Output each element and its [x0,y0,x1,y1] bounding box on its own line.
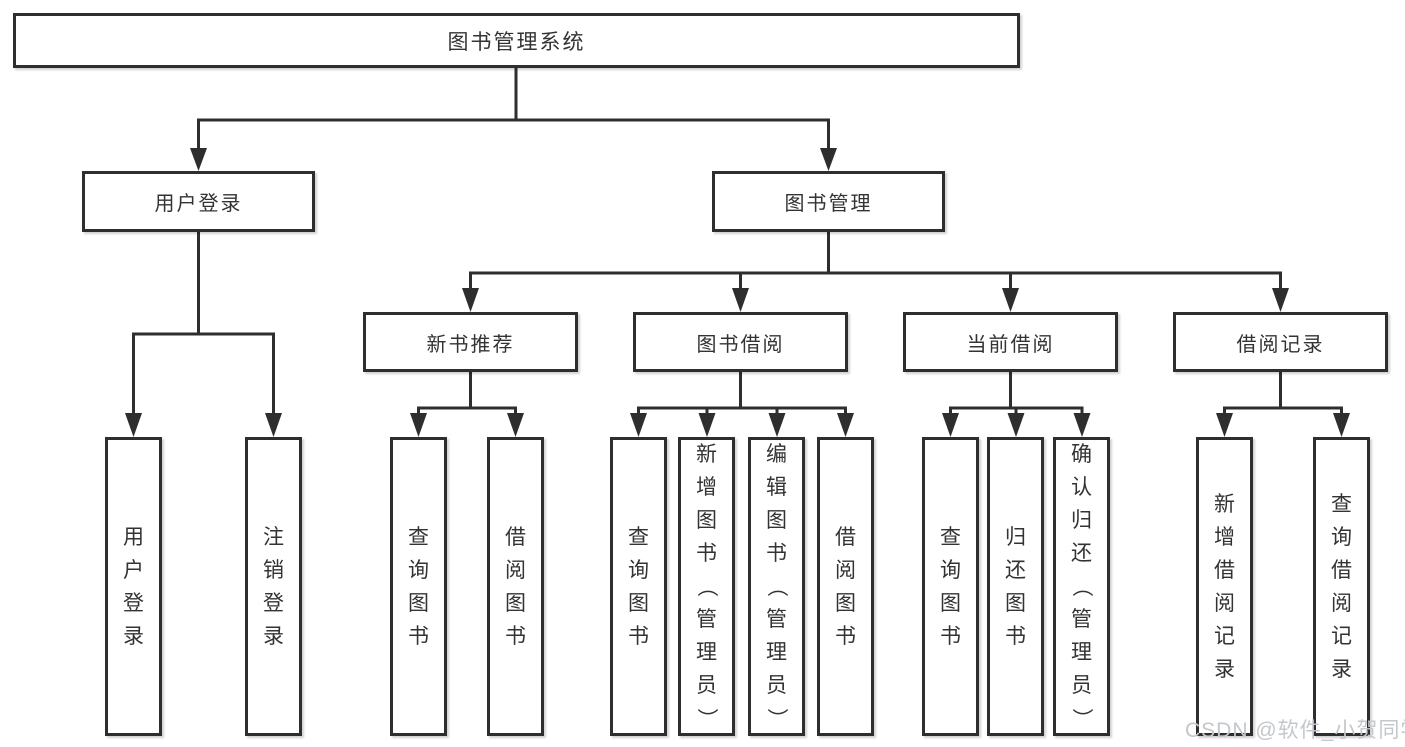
node-query-books-current: 查询图书 [922,437,979,736]
node-book-management: 图书管理 [712,171,945,232]
node-borrow-books-borrowing: 借阅图书 [817,437,874,736]
node-label: 新增图书（管理员） [695,443,718,729]
node-logout: 注销登录 [245,437,302,736]
node-label: 查询图书 [940,525,961,648]
node-library-management-system: 图书管理系统 [13,13,1020,68]
node-borrow-records: 借阅记录 [1173,312,1388,372]
node-label: 新增借阅记录 [1214,492,1235,681]
node-edit-books-admin: 编辑图书（管理员） [748,437,805,736]
node-user-login-leaf: 用户登录 [105,437,162,736]
node-label: 当前借阅 [966,333,1055,356]
node-label: 借阅图书 [835,525,856,648]
node-query-books-borrowing: 查询图书 [610,437,667,736]
node-label: 确认归还（管理员） [1070,443,1093,729]
csdn-watermark: CSDN @软件_小贺同学 [1185,719,1405,742]
node-label: 新书推荐 [426,333,515,356]
node-label: 查询图书 [408,525,429,648]
node-label: 图书管理系统 [447,30,586,54]
node-current-borrowing: 当前借阅 [903,312,1118,372]
node-label: 借阅图书 [505,525,526,648]
node-label: 查询借阅记录 [1331,492,1352,681]
node-borrow-books-recommend: 借阅图书 [487,437,544,736]
node-label: 查询图书 [628,525,649,648]
node-label: 用户登录 [123,525,144,648]
node-label: 注销登录 [263,525,284,648]
node-return-books: 归还图书 [987,437,1044,736]
node-label: 用户登录 [154,193,243,215]
node-user-login: 用户登录 [82,171,315,232]
node-label: 图书借阅 [696,333,785,356]
node-label: 借阅记录 [1236,333,1325,356]
node-label: 图书管理 [784,193,873,215]
node-add-borrow-record: 新增借阅记录 [1196,437,1253,736]
node-book-borrowing: 图书借阅 [633,312,848,372]
node-query-borrow-record: 查询借阅记录 [1313,437,1370,736]
node-label: 编辑图书（管理员） [765,443,788,729]
node-query-books-recommend: 查询图书 [390,437,447,736]
node-confirm-return-admin: 确认归还（管理员） [1053,437,1110,736]
node-label: 归还图书 [1005,525,1026,648]
node-add-books-admin: 新增图书（管理员） [678,437,735,736]
node-new-book-recommend: 新书推荐 [363,312,578,372]
